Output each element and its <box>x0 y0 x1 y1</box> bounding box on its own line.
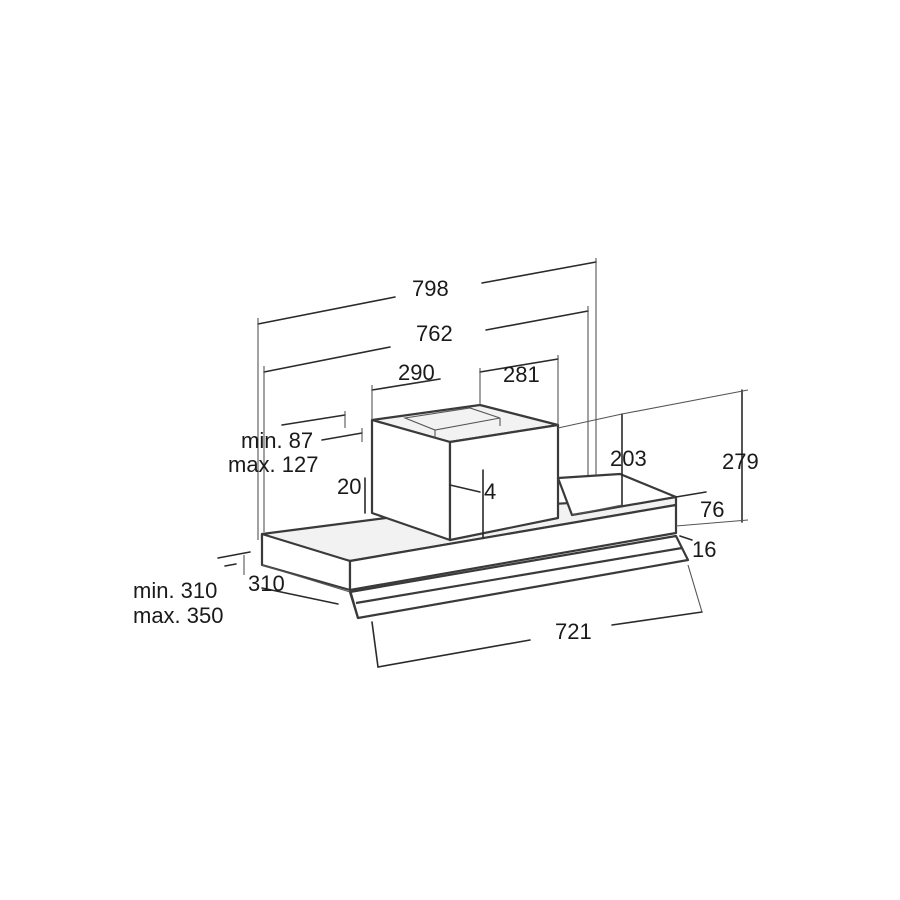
label-chimney-max: max. 127 <box>228 452 319 477</box>
dimension-lines <box>217 258 749 668</box>
label-chimney-offset: 4 <box>484 479 496 504</box>
label-total-height: 279 <box>722 449 759 474</box>
label-drawer-width: 721 <box>555 619 592 644</box>
label-depth-max: max. 350 <box>133 603 224 628</box>
label-chimney-height: 20 <box>337 474 361 499</box>
canopy-side <box>348 503 678 592</box>
label-chimney-right: 281 <box>503 362 540 387</box>
label-depth: 310 <box>248 571 285 596</box>
label-overall-width: 798 <box>412 276 449 301</box>
label-lip-height: 16 <box>692 537 716 562</box>
chimney-side <box>448 423 560 542</box>
dimension-labels: 798 762 290 281 min. 87 max. 127 20 4 20… <box>133 276 759 644</box>
label-inner-width: 762 <box>416 321 453 346</box>
label-chimney-min: min. 87 <box>241 428 313 453</box>
hood-body <box>260 403 690 620</box>
label-body-height: 76 <box>700 497 724 522</box>
label-chimney-left: 290 <box>398 360 435 385</box>
label-depth-min: min. 310 <box>133 578 217 603</box>
label-step-height: 203 <box>610 446 647 471</box>
